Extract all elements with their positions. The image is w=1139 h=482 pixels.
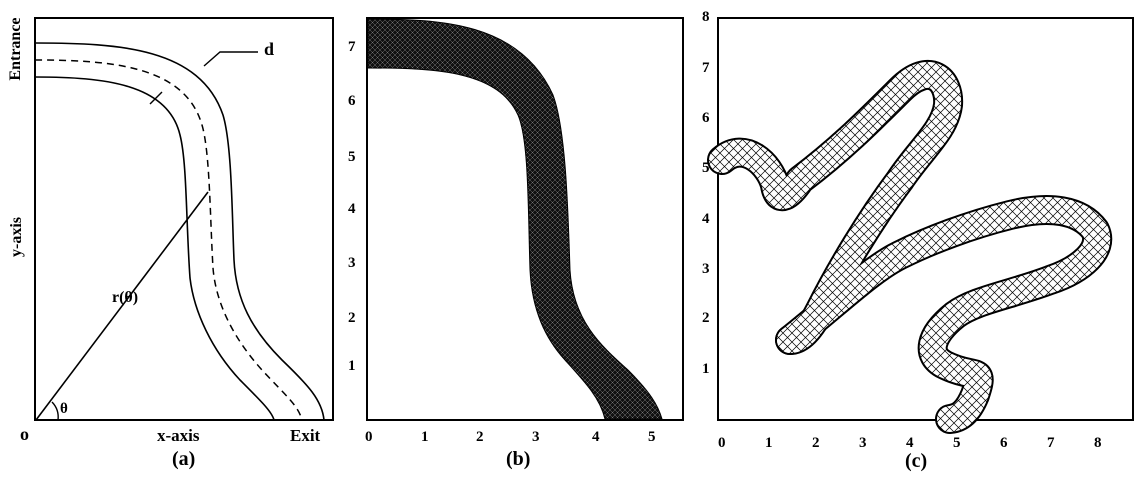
radius-line [35, 191, 209, 421]
panel-b-xtick-4: 4 [592, 429, 600, 445]
panel-c-xtick-0: 0 [718, 435, 726, 451]
panel-b-ytick-7: 7 [348, 39, 356, 55]
radius-label: r(θ) [112, 289, 139, 306]
panel-c-ytick-1: 1 [702, 361, 710, 377]
panel-c-ytick-5: 5 [702, 160, 710, 176]
panel-c-xtick-4: 4 [906, 435, 914, 451]
d-leader-line [203, 51, 258, 67]
panel-c-ytick-7: 7 [702, 60, 710, 76]
panel-b-label: (b) [506, 448, 531, 470]
panel-c-xtick-6: 6 [1000, 435, 1008, 451]
panel-b-xtick-1: 1 [421, 429, 429, 445]
panel-c-ytick-3: 3 [702, 261, 710, 277]
panel-c-ytick-6: 6 [702, 110, 710, 126]
panel-c-xtick-2: 2 [812, 435, 820, 451]
panel-c-ytick-4: 4 [702, 211, 710, 227]
panel-b-ytick-5: 5 [348, 149, 356, 165]
channel-centerline [34, 59, 303, 421]
panel-b-ytick-2: 2 [348, 310, 356, 326]
panel-b-ytick-4: 4 [348, 201, 356, 217]
theta-label: θ [60, 401, 68, 417]
panel-a-frame [34, 17, 334, 421]
panel-b-ytick-3: 3 [348, 255, 356, 271]
panel-b-ytick-1: 1 [348, 358, 356, 374]
x-axis-label: x-axis [157, 426, 200, 445]
channel-outer-wall [34, 42, 325, 421]
panel-c-xtick-3: 3 [859, 435, 867, 451]
panel-b-ytick-6: 6 [348, 93, 356, 109]
width-d-label: d [264, 39, 275, 59]
theta-arc [51, 401, 59, 421]
panel-b-xtick-5: 5 [648, 429, 656, 445]
panel-c-ytick-8: 8 [702, 9, 710, 25]
panel-a-label: (a) [172, 448, 196, 470]
width-tick [149, 91, 163, 105]
panel-b-xtick-0: 0 [365, 429, 373, 445]
panel-b-xtick-2: 2 [476, 429, 484, 445]
panel-c-xtick-8: 8 [1094, 435, 1102, 451]
panel-c-ytick-2: 2 [702, 310, 710, 326]
panel-c-label: (c) [905, 450, 928, 472]
mesh-channel [367, 18, 663, 420]
channel-inner-wall [34, 76, 275, 421]
panel-b-xtick-3: 3 [532, 429, 540, 445]
panel-c-xtick-7: 7 [1047, 435, 1055, 451]
panel-c-xtick-1: 1 [765, 435, 773, 451]
helical-tube-mesh [707, 60, 1113, 434]
panel-c-xtick-5: 5 [953, 435, 961, 451]
exit-label: Exit [290, 426, 321, 445]
origin-label: o [20, 424, 29, 444]
